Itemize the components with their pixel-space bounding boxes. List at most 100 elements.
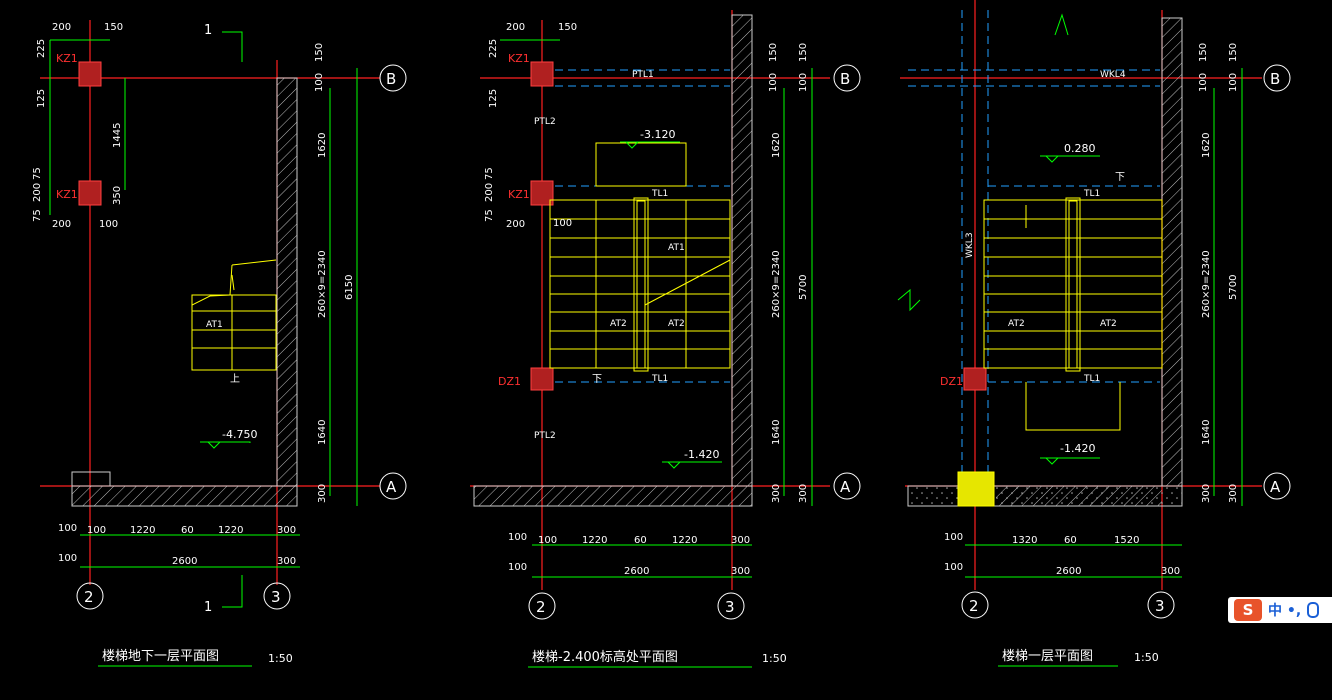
left-dim-l5: 75 [32, 209, 43, 222]
mid-title: 楼梯-2.400标高处平面图 [532, 649, 678, 665]
mid-dim-l2: 125 [488, 89, 499, 108]
mid-elev-top: -3.120 [640, 128, 675, 141]
mid-tl1-top: TL1 [651, 189, 668, 199]
right-scale: 1:50 [1134, 651, 1159, 664]
right-dim-o1: 150 [1228, 43, 1239, 62]
mid-dim-t1: 200 [506, 22, 525, 33]
mid-elev-bottom: -1.420 [684, 448, 719, 461]
right-grid-b: B [1270, 70, 1280, 88]
mid-dim-r3: 1620 [771, 133, 782, 158]
mid-grid-b: B [840, 70, 850, 88]
right-dim-r4: 260×9=2340 [1201, 250, 1212, 318]
mid-dim-r6: 300 [771, 484, 782, 503]
left-section-mark-top: 1 [204, 23, 212, 38]
mid-flight-1: AT1 [668, 243, 685, 253]
mid-dim-b6: 300 [731, 535, 750, 546]
mid-dim-r2: 100 [768, 73, 779, 92]
mid-flight-2: AT2 [610, 319, 627, 329]
right-dim-b2: 1320 [1012, 535, 1037, 546]
mid-dim-l3: 75 [484, 167, 495, 180]
left-dim-r6: 300 [317, 484, 328, 503]
right-dim-r3: 1620 [1201, 133, 1212, 158]
sogou-logo-icon[interactable]: S [1234, 599, 1262, 621]
mid-dim-b2: 100 [538, 535, 557, 546]
mid-down-label: 下 [592, 374, 602, 385]
left-dim-total: 6150 [344, 275, 355, 300]
left-elevation: -4.750 [222, 428, 257, 441]
mid-grid-2: 2 [536, 598, 546, 616]
left-dim-t2: 150 [104, 22, 123, 33]
left-dim-m2: 350 [112, 186, 123, 205]
left-dim-c3: 300 [277, 556, 296, 567]
mid-dim-c3: 300 [731, 566, 750, 577]
mid-dim-o1: 150 [798, 43, 809, 62]
mid-dim-o4: 300 [798, 484, 809, 503]
right-dz1-label: DZ1 [940, 375, 963, 388]
left-grid-3: 3 [271, 588, 281, 606]
mid-ptl2-2: PTL2 [534, 431, 556, 441]
left-dim-c2: 2600 [172, 556, 197, 567]
right-dim-r2: 100 [1198, 73, 1209, 92]
right-grid-2: 2 [969, 597, 979, 615]
mid-dim-b1: 100 [508, 532, 527, 543]
right-dim-b1: 100 [944, 532, 963, 543]
right-tl1-bottom: TL1 [1083, 374, 1100, 384]
right-dim-b4: 1520 [1114, 535, 1139, 546]
mid-dim-b3: 1220 [582, 535, 607, 546]
mid-dim-l4: 200 [484, 183, 495, 202]
right-dim-c1: 100 [944, 562, 963, 573]
ime-status[interactable]: 中 •, [1268, 603, 1302, 619]
left-dim-r2: 100 [314, 73, 325, 92]
right-tl1-top: TL1 [1083, 189, 1100, 199]
right-grid-a: A [1270, 478, 1281, 496]
left-kz1-label-1: KZ1 [56, 52, 78, 65]
right-elev-top: 0.280 [1064, 142, 1096, 155]
right-plan: DZ1 WKL4 WKL3 TL1 TL1 AT2 AT2 下 0.280 -1… [897, 0, 1291, 667]
right-dim-c2: 2600 [1056, 566, 1081, 577]
left-flight-label: AT1 [206, 320, 223, 330]
left-plan: KZ1 KZ1 AT1 上 -4.750 1 1 [32, 20, 407, 667]
right-wkl3: WKL3 [965, 232, 975, 258]
mid-dim-c2: 2600 [624, 566, 649, 577]
left-dim-m3: 200 [52, 219, 71, 230]
ime-toolbar[interactable]: S 中 •, [1228, 597, 1332, 623]
left-title: 楼梯地下一层平面图 [102, 649, 219, 664]
mid-dim-r5: 1640 [771, 420, 782, 445]
mid-dim-m1: 200 [506, 219, 525, 230]
mid-dz1-label: DZ1 [498, 375, 521, 388]
left-dim-l4: 200 [32, 183, 43, 202]
mid-flight-3: AT2 [668, 319, 685, 329]
mid-dim-b4: 60 [634, 535, 647, 546]
mid-scale: 1:50 [762, 652, 787, 665]
right-dim-r6: 300 [1201, 484, 1212, 503]
mid-tl1-bottom: TL1 [651, 374, 668, 384]
right-dim-o2: 100 [1228, 73, 1239, 92]
mid-ptl2-1: PTL2 [534, 117, 556, 127]
left-section-mark-bottom: 1 [204, 600, 212, 615]
left-up-label: 上 [230, 373, 240, 385]
mid-ptl1: PTL1 [632, 70, 654, 80]
column-kz1-mid [78, 180, 102, 206]
left-kz1-label-2: KZ1 [56, 188, 78, 201]
middle-plan: KZ1 KZ1 DZ1 PTL1 PTL2 PTL2 TL1 TL1 AT1 A… [470, 10, 861, 668]
left-dim-b6: 300 [277, 525, 296, 536]
mid-dim-c1: 100 [508, 562, 527, 573]
left-grid-b: B [386, 70, 396, 88]
mid-dim-l1: 225 [488, 39, 499, 58]
left-dim-b5: 1220 [218, 525, 243, 536]
left-dim-r5: 1640 [317, 420, 328, 445]
right-dim-b3: 60 [1064, 535, 1077, 546]
mid-kz1-label-2: KZ1 [508, 188, 530, 201]
left-grid-a: A [386, 478, 397, 496]
right-dim-r1: 150 [1198, 43, 1209, 62]
left-dim-r4: 260×9=2340 [317, 250, 328, 318]
left-dim-l3: 75 [32, 167, 43, 180]
left-dim-b4: 60 [181, 525, 194, 536]
left-dim-b3: 1220 [130, 525, 155, 536]
right-title: 楼梯一层平面图 [1002, 649, 1093, 664]
left-dim-c1: 100 [58, 553, 77, 564]
left-dim-l2: 125 [36, 89, 47, 108]
right-dim-c3: 300 [1161, 566, 1180, 577]
mid-kz1-label-1: KZ1 [508, 52, 530, 65]
microphone-icon[interactable] [1307, 602, 1320, 618]
